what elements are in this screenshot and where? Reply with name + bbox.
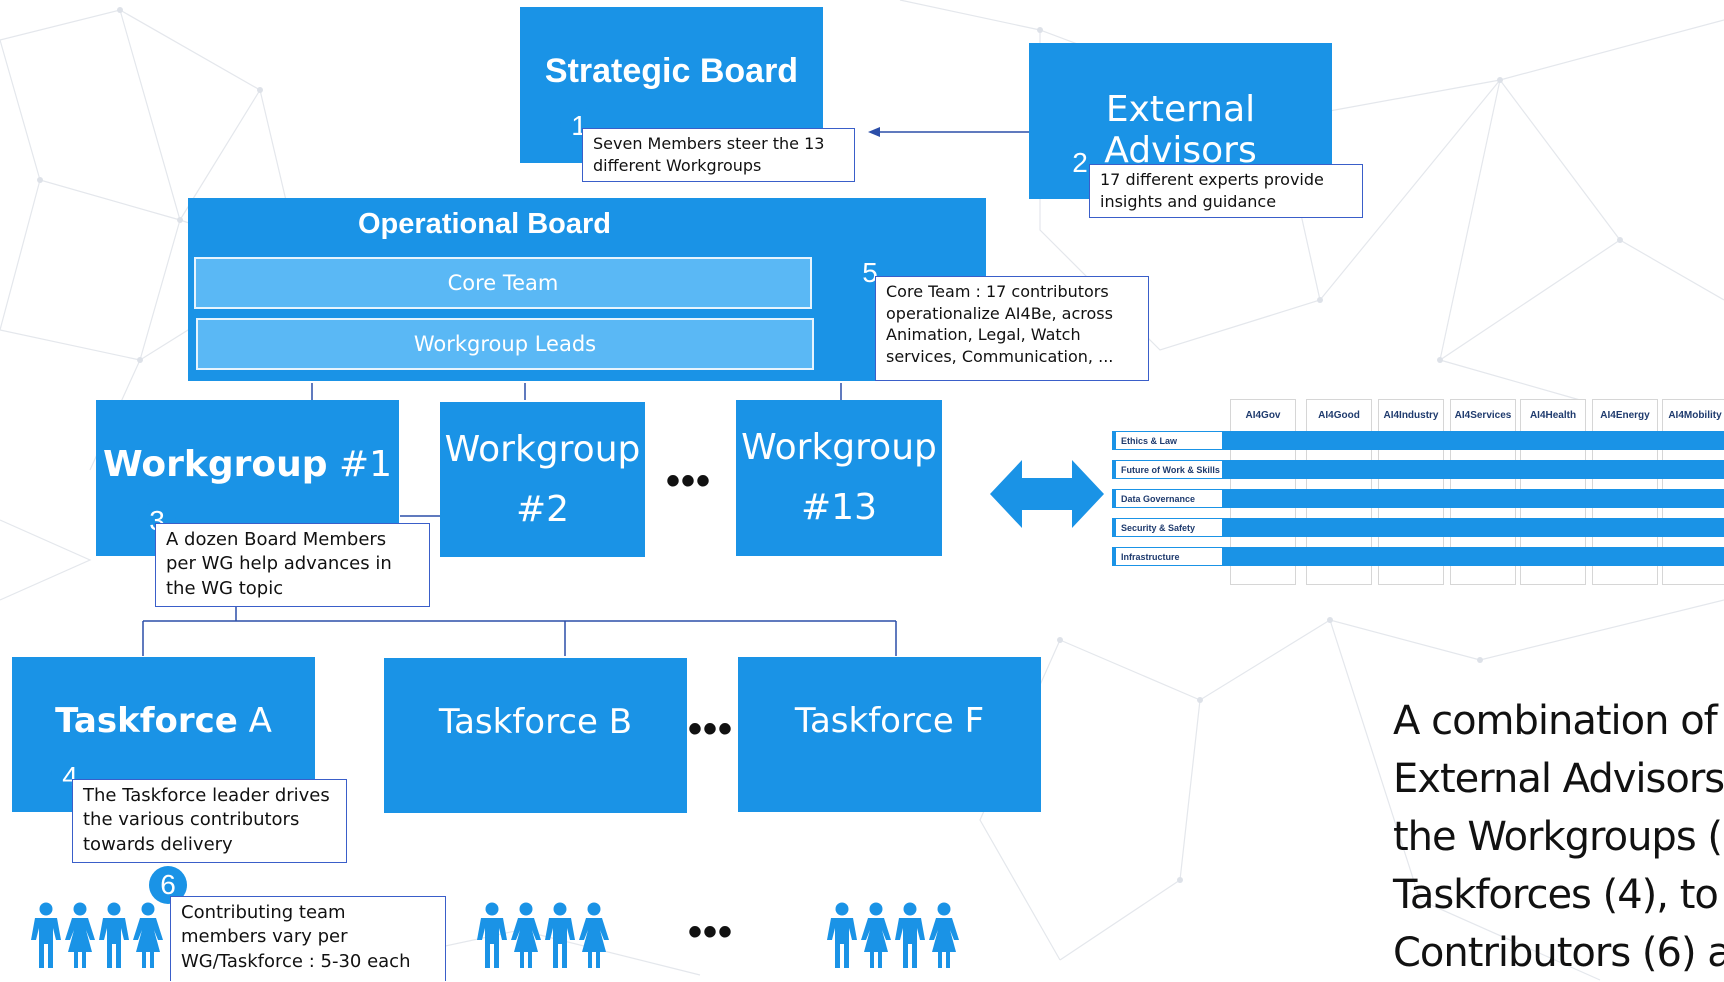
summary-line: Taskforces (4), to	[1393, 872, 1719, 918]
matrix-header: AI4Health	[1529, 409, 1577, 421]
taskforce-note: The Taskforce leader drives the various …	[72, 779, 347, 863]
workgroup-2-number: #2	[515, 488, 570, 530]
matrix-row-bar	[1112, 460, 1724, 479]
matrix-row-bar	[1112, 489, 1724, 508]
matrix-row-label: Security & Safety	[1116, 519, 1222, 536]
workgroup-1-number: #1	[327, 444, 393, 485]
workgroup-13-label: Workgroup	[741, 427, 937, 468]
taskforce-b-label: Taskforce B	[438, 702, 633, 742]
double-arrow	[990, 460, 1104, 528]
arrow-head	[868, 127, 880, 137]
person-icon	[827, 902, 857, 968]
workgroup-1-label: Workgroup	[102, 444, 328, 485]
matrix-header: AI4Good	[1318, 409, 1360, 421]
person-icon	[511, 902, 541, 968]
matrix-row-bar	[1112, 547, 1724, 566]
matrix-header: AI4Mobility	[1668, 409, 1722, 421]
person-icon	[929, 902, 959, 968]
workgroup-13-number: #13	[801, 487, 877, 528]
core-team-bar: Core Team	[194, 257, 812, 309]
contributors-group-1	[30, 902, 164, 970]
matrix-row-label: Ethics & Law	[1116, 432, 1222, 449]
taskforce-a-label: Taskforce	[55, 701, 238, 741]
summary-line: A combination of	[1393, 698, 1718, 744]
operational-board-title: Operational Board	[358, 208, 611, 240]
person-icon	[545, 902, 575, 968]
matrix-row-bar	[1112, 431, 1724, 450]
matrix-header: AI4Energy	[1600, 409, 1650, 421]
taskforce-a-letter: A	[237, 701, 272, 741]
summary-text: A combination of External Advisors the W…	[1393, 692, 1724, 982]
person-icon	[477, 902, 507, 968]
person-icon	[65, 902, 95, 968]
person-icon	[31, 902, 61, 968]
person-icon	[861, 902, 891, 968]
contributors-group-3	[826, 902, 960, 970]
strategic-board-note: Seven Members steer the 13 different Wor…	[582, 128, 855, 182]
summary-line: External Advisors	[1393, 756, 1724, 802]
core-team-note: Core Team : 17 contributors operationali…	[875, 276, 1149, 381]
contributors-group-2	[476, 902, 610, 970]
workgroup-2-label: Workgroup	[444, 428, 641, 470]
summary-line: the Workgroups (	[1393, 814, 1723, 860]
matrix-header: AI4Gov	[1245, 409, 1281, 421]
external-advisors-note: 17 different experts provide insights an…	[1089, 164, 1363, 218]
contributors-ellipsis: •••	[688, 910, 734, 954]
workgroup-13-box: Workgroup #13	[736, 400, 942, 556]
matrix-row-label: Future of Work & Skills	[1116, 461, 1222, 478]
contributors-note: Contributing team members vary per WG/Ta…	[170, 896, 446, 981]
matrix-header: AI4Services	[1454, 409, 1512, 421]
workgroup-2-box: Workgroup #2	[440, 402, 645, 557]
workgroup-ellipsis: •••	[666, 459, 712, 503]
workgroup-note: A dozen Board Members per WG help advanc…	[155, 523, 430, 607]
strategic-board-title: Strategic Board	[544, 52, 799, 90]
taskforce-f-label: Taskforce F	[794, 701, 985, 741]
summary-line: Contributors (6) a	[1393, 930, 1724, 976]
matrix-row-label: Data Governance	[1116, 490, 1222, 507]
matrix-row-label: Infrastructure	[1116, 548, 1222, 565]
matrix-header: AI4Industry	[1383, 409, 1439, 421]
taskforce-b-box: Taskforce B	[384, 658, 687, 813]
taskforce-f-box: Taskforce F	[738, 657, 1041, 812]
person-icon	[99, 902, 129, 968]
matrix-row-bar	[1112, 518, 1724, 537]
taskforce-ellipsis: •••	[688, 707, 734, 751]
person-icon	[895, 902, 925, 968]
person-icon	[579, 902, 609, 968]
workgroup-leads-bar: Workgroup Leads	[196, 318, 814, 370]
person-icon	[133, 902, 163, 968]
